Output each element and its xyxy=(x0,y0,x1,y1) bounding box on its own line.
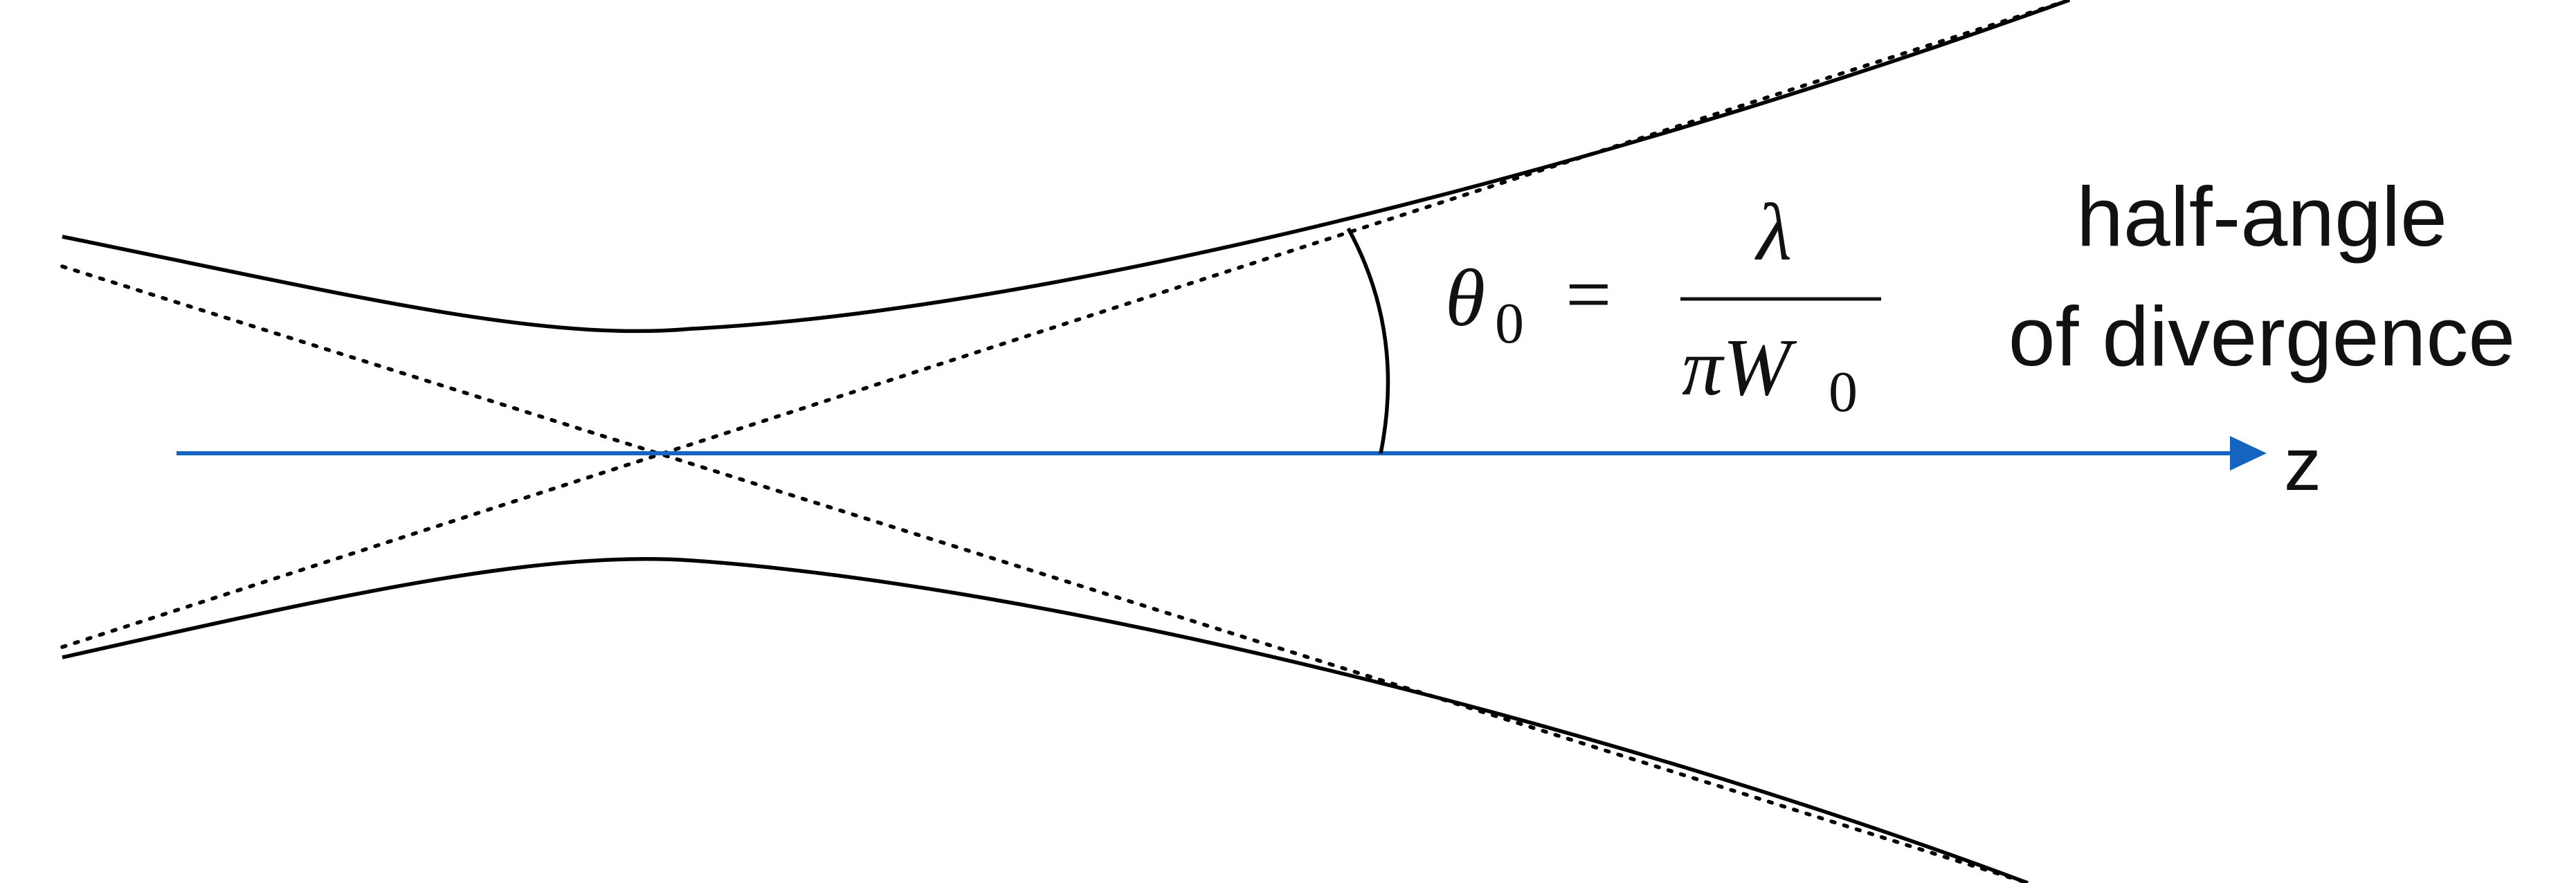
axis-arrowhead-icon xyxy=(2230,436,2267,471)
half-angle-arc xyxy=(1346,227,1390,454)
caption-line-1: half-angle xyxy=(2076,170,2447,264)
divergence-formula: θ 0 = λ πW 0 xyxy=(1445,187,1881,424)
formula-theta-subscript: 0 xyxy=(1495,291,1524,356)
beam-upper-edge xyxy=(62,0,2070,334)
formula-equals: = xyxy=(1566,249,1612,340)
beam-lower-edge xyxy=(62,557,2029,883)
formula-denominator: πW xyxy=(1682,322,1797,412)
formula-theta: θ xyxy=(1445,253,1485,343)
asymptote-rising xyxy=(60,0,2071,649)
formula-denominator-subscript: 0 xyxy=(1829,360,1858,424)
caption-line-2: of divergence xyxy=(2008,289,2515,383)
asymptote-falling xyxy=(60,264,2030,883)
axis-label-z: z xyxy=(2284,422,2321,506)
formula-numerator: λ xyxy=(1754,187,1792,277)
